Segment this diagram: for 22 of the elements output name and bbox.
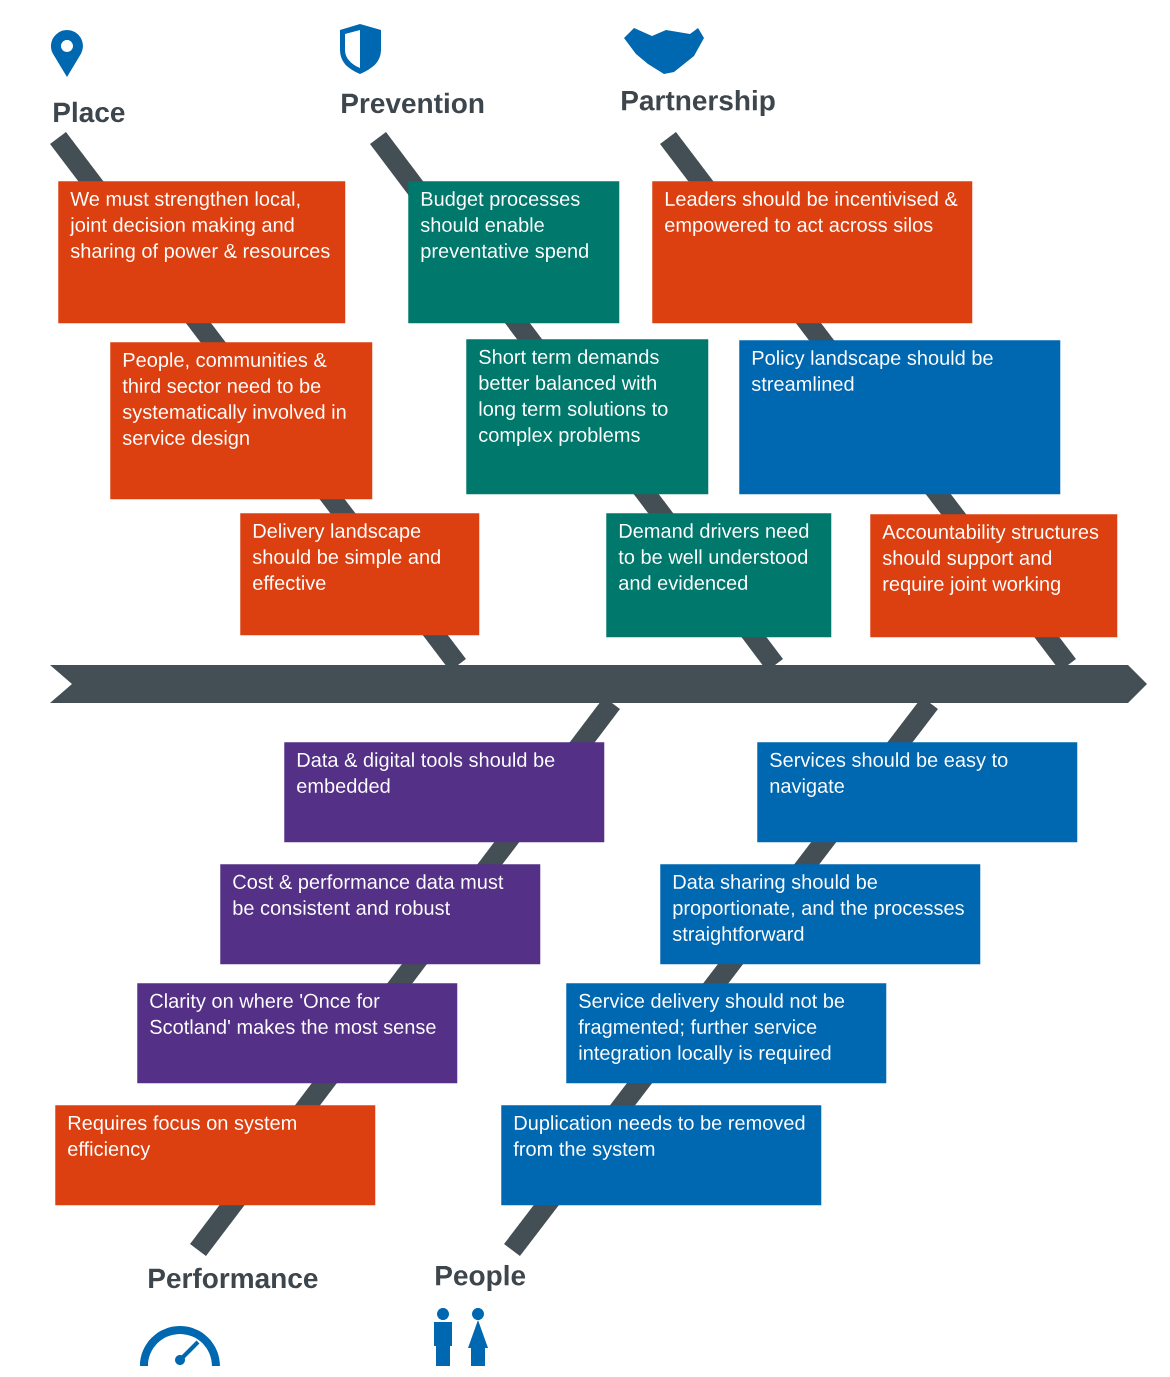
text-box: Budget processes should enable preventative spend (408, 181, 620, 324)
category-heading: Partnership (622, 89, 775, 117)
text-box: We must strengthen local, joint decision making and sharing of power & resources (58, 181, 346, 324)
category-heading: Prevention (342, 92, 484, 114)
text-box: Requires focus on system efficiency (55, 1105, 376, 1206)
text-box: Services should be easy to navigate (757, 742, 1078, 843)
category-heading: Place (54, 101, 125, 123)
text-box: Data & digital tools should be embedded (284, 742, 605, 843)
category-heading: People (436, 1264, 526, 1292)
text-box: Delivery landscape should be simple and effective (240, 513, 480, 636)
text-box: Clarity on where 'Once for Scotland' makes the most sense (137, 983, 458, 1084)
text-box: Data sharing should be proportionate, and the processes straightforward (660, 864, 981, 965)
text-box: Accountability structures should support and require joint working (870, 514, 1118, 638)
text-box: People, communities & third sector need to be systematically involved in service design (110, 342, 373, 500)
text-box: Leaders should be incentivised & empowered to act across silos (652, 181, 973, 324)
category-heading: Performance (149, 1267, 318, 1289)
text-box: Service delivery should not be fragmented; further service integration locally is required (566, 983, 887, 1084)
text-box: Duplication needs to be removed from the system (501, 1105, 822, 1206)
text-box: Demand drivers need to be well understood and evidenced (606, 513, 832, 638)
text-box: Policy landscape should be streamlined (739, 340, 1061, 495)
text-box: Cost & performance data must be consistent and robust (220, 864, 541, 965)
text-box: Short term demands better balanced with long term solutions to complex problems (466, 339, 709, 495)
